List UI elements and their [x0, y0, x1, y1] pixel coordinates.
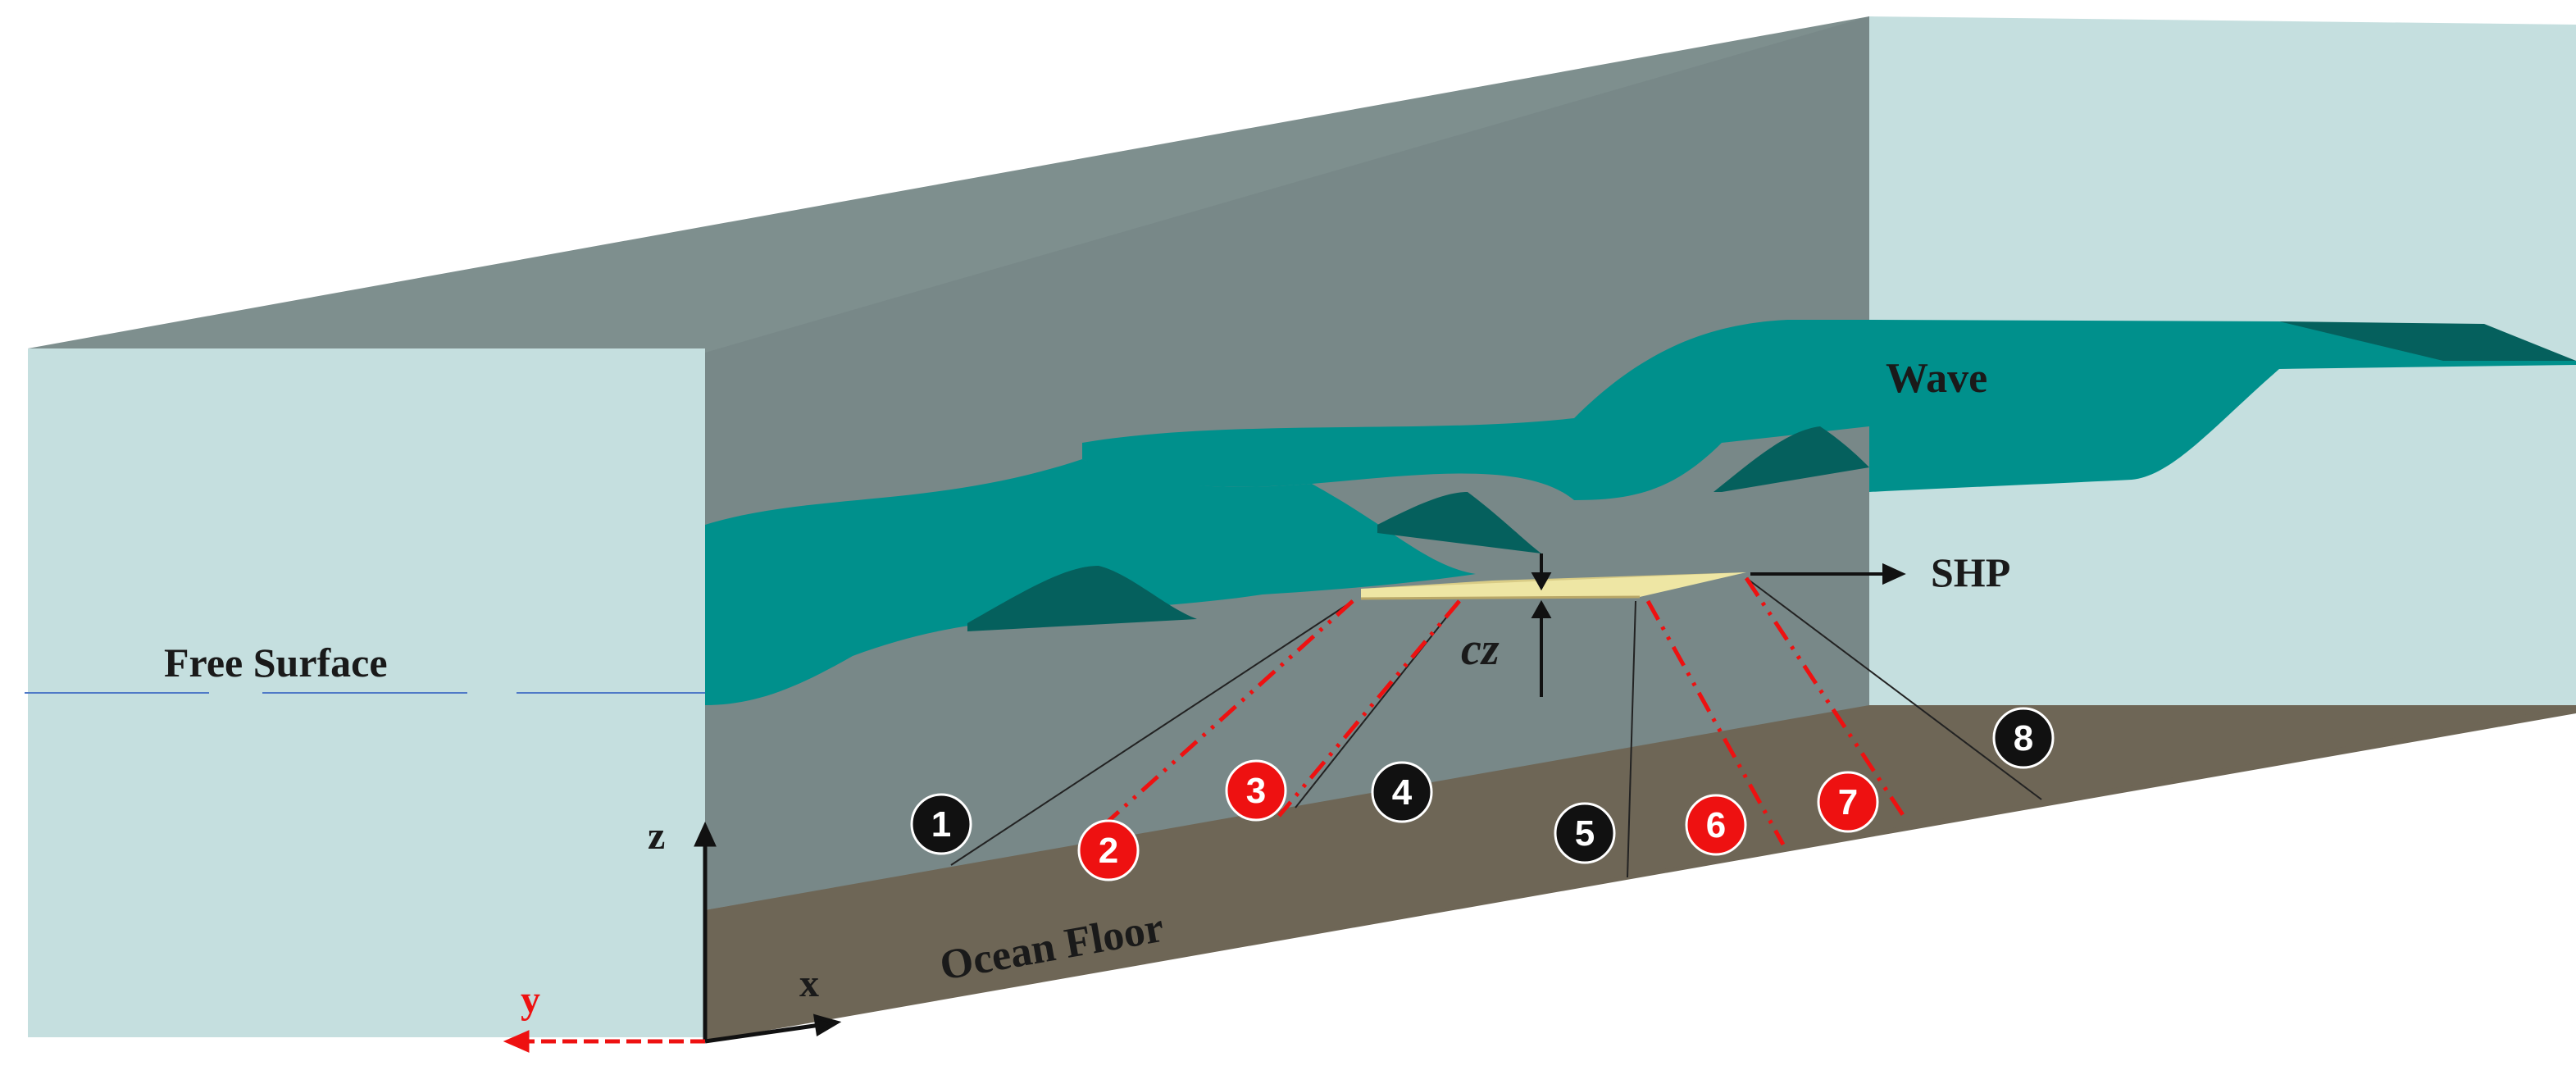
sensor-marker-number: 2: [1099, 831, 1118, 871]
wave-shadow: [967, 566, 1197, 631]
sensor-marker-circle: [1371, 761, 1433, 823]
sensor-marker-2: 2: [1077, 819, 1140, 881]
mooring-line: [950, 600, 1354, 866]
sensor-marker-circle: [1817, 771, 1879, 833]
wave-label: Wave: [1886, 355, 1987, 402]
z-axis: [694, 821, 717, 1041]
sensor-markers: 1 2 3 4 5 6 7 8: [910, 707, 2055, 881]
shp-label: SHP: [1931, 549, 2010, 595]
wave-surface-upper: [1082, 320, 1869, 500]
sensor-marker-1: 1: [910, 793, 972, 855]
y-axis-label: y: [521, 978, 540, 1022]
sensor-marker-7: 7: [1817, 771, 1879, 833]
sensor-marker-circle: [1225, 759, 1287, 822]
sensor-marker-circle: [1077, 819, 1140, 881]
sensor-marker-number: 8: [2014, 718, 2033, 758]
mooring-line-red: [1081, 599, 1354, 846]
sensor-marker-circle: [910, 793, 972, 855]
shp-plate: [1361, 572, 1746, 599]
sensor-marker-number: 7: [1838, 782, 1858, 822]
shp-plate-edge: [1360, 595, 1641, 600]
mooring-line-red: [1744, 576, 1909, 822]
sensor-marker-number: 5: [1575, 813, 1595, 854]
sensor-marker-6: 6: [1685, 794, 1747, 856]
wave-surface-right: [1869, 320, 2576, 492]
sensor-marker-5: 5: [1554, 802, 1616, 864]
sensor-marker-circle: [1554, 802, 1616, 864]
z-axis-label: z: [648, 814, 665, 858]
x-axis-label: x: [799, 962, 819, 1005]
sensor-marker-4: 4: [1371, 761, 1433, 823]
sensor-marker-circle: [1685, 794, 1747, 856]
wave-shadow: [1377, 492, 1541, 553]
red-mooring-lines: [1081, 576, 1909, 846]
ocean-floor: [705, 705, 2576, 1041]
wave-edge-right: [2279, 321, 2576, 361]
x-axis: [704, 1013, 842, 1044]
shp-arrow: [1750, 562, 1906, 585]
sensor-marker-number: 6: [1706, 805, 1726, 845]
sensor-marker-number: 1: [931, 804, 951, 845]
mooring-line: [1627, 600, 1636, 878]
sensor-marker-circle: [1992, 707, 2055, 769]
sensor-marker-8: 8: [1992, 707, 2055, 769]
wave-shadow: [1714, 426, 1869, 492]
mooring-line: [1745, 577, 2042, 800]
free-surface-label: Free Surface: [164, 640, 388, 685]
cz-label: cz: [1461, 624, 1500, 675]
sensor-marker-3: 3: [1225, 759, 1287, 822]
sensor-marker-number: 3: [1246, 771, 1266, 811]
cz-dimension: [1531, 553, 1552, 697]
sensor-marker-number: 4: [1392, 772, 1413, 813]
y-axis: [503, 1030, 705, 1053]
